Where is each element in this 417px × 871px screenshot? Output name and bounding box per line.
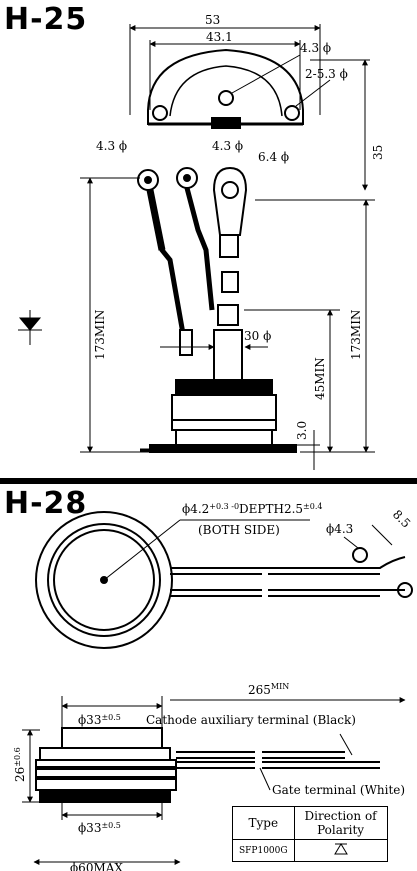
dim-both-side: (BOTH SIDE): [198, 523, 280, 537]
dim-8-5: 8.5: [390, 507, 413, 530]
dim-lead2-hole: 4.3 ϕ: [212, 139, 243, 153]
table-cell-type: SFP1000G: [232, 839, 295, 862]
label-cathode: Cathode auxiliary terminal (Black): [146, 713, 356, 727]
h25-side-view: [137, 166, 297, 453]
dim-53: 53: [205, 13, 220, 27]
dim-center-hole: ϕ4.2+0.3 -0DEPTH2.5±0.4: [182, 502, 322, 516]
h25-title: H-25: [4, 2, 88, 37]
dim-lead1-hole: 4.3 ϕ: [96, 139, 127, 153]
dim-45: 45MIN: [313, 357, 327, 400]
polarity-symbol-icon: [293, 839, 388, 862]
table-header-polarity: Direction of Polarity: [293, 806, 388, 840]
table-header-type: Type: [232, 806, 295, 840]
dim-265: 265MIN: [248, 682, 289, 697]
h25-top-dims: [129, 24, 370, 191]
dim-top-33: ϕ33±0.5: [78, 713, 121, 727]
section-divider: [0, 478, 417, 484]
polarity-table: Type Direction of Polarity SFP1000G: [232, 806, 388, 862]
h28-top-dims: [103, 519, 393, 581]
dim-35: 35: [371, 145, 385, 160]
label-gate: Gate terminal (White): [272, 783, 405, 797]
dim-mount-holes: 2-5.3 ϕ: [305, 67, 348, 81]
h28-side-view: [35, 727, 380, 803]
h28-top-view: [35, 511, 413, 649]
dim-bottom-33: ϕ33±0.5: [78, 821, 121, 835]
h28-title: H-28: [4, 486, 88, 521]
dim-overall-dia: ϕ60MAX: [70, 861, 123, 871]
dim-terminal-hole: ϕ4.3: [326, 522, 353, 536]
dim-main-hole: 6.4 ϕ: [258, 150, 289, 164]
dim-3-0: 3.0: [295, 421, 309, 440]
dim-hole-small: 4.3 ϕ: [300, 41, 331, 55]
dim-43-1: 43.1: [206, 30, 233, 44]
h28-side-dims: [22, 696, 406, 865]
dim-173-left: 173MIN: [93, 310, 107, 360]
h25-side-dims: [18, 177, 375, 470]
h25-top-view: [147, 48, 304, 129]
dim-30: 30 ϕ: [244, 329, 271, 343]
dim-26: 26±0.6: [13, 747, 27, 782]
dim-173-right: 173MIN: [349, 310, 363, 360]
